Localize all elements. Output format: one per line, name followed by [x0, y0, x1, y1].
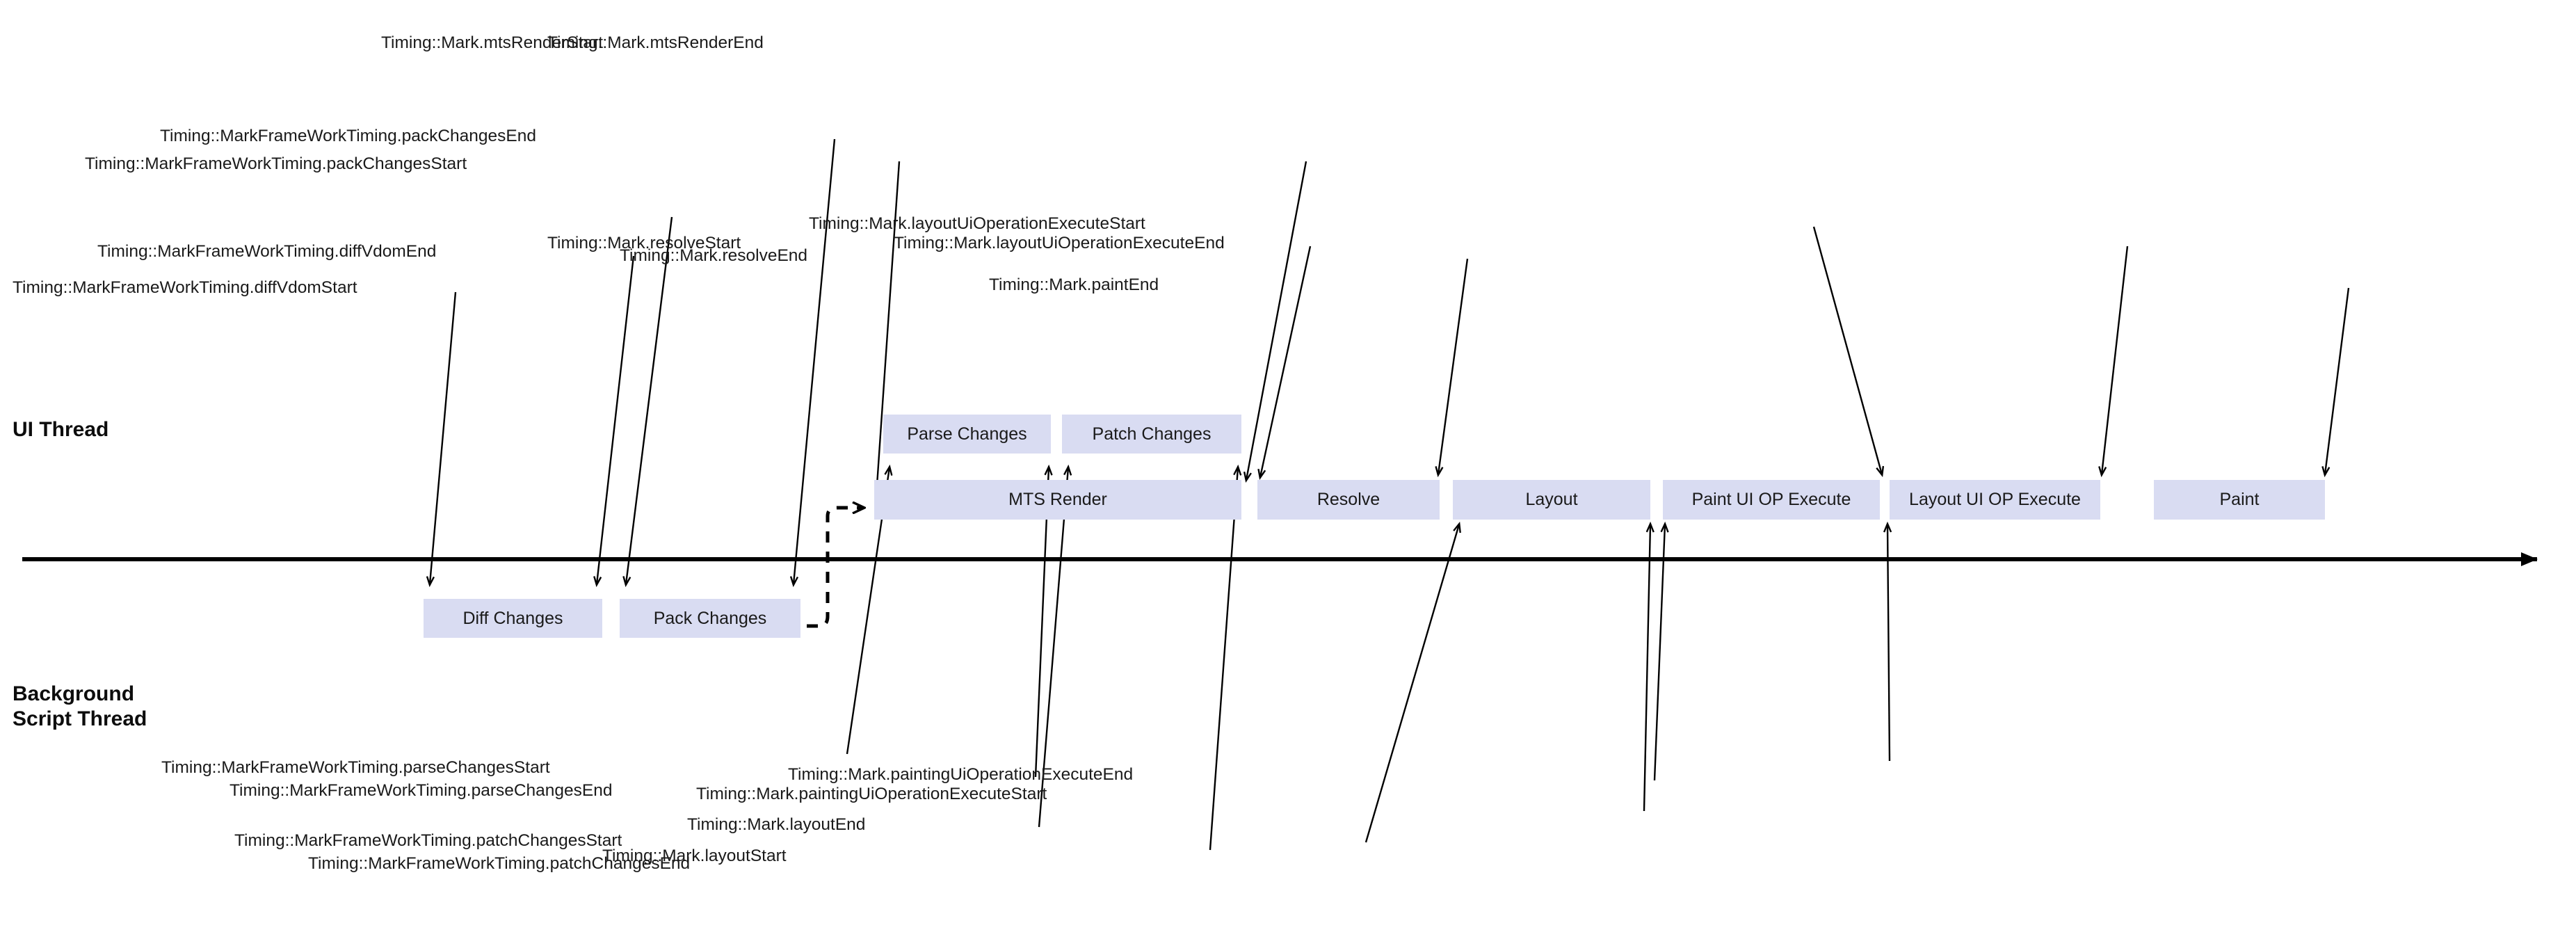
- leader-layoutUiOpExecStart: [1812, 226, 1882, 474]
- leader-diffVdomEnd: [597, 255, 635, 584]
- mark-label-mtsRenderEnd: Timing::Mark.mtsRenderEnd: [547, 33, 764, 52]
- mark-label-paintEnd: Timing::Mark.paintEnd: [989, 275, 1159, 294]
- mark-label-layoutUiOperationExecuteEnd: Timing::Mark.layoutUiOperationExecuteEnd: [894, 234, 1225, 252]
- mark-label-patchChangesStart: Timing::MarkFrameWorkTiming.patchChanges…: [234, 831, 622, 850]
- mark-label-diffVdomStart: Timing::MarkFrameWorkTiming.diffVdomStar…: [13, 278, 357, 297]
- leader-packChangesEnd: [794, 138, 836, 584]
- thread-label-ui-thread: UI Thread: [13, 418, 109, 441]
- mark-label-paintingUiOperationExecuteEnd: Timing::Mark.paintingUiOperationExecuteE…: [788, 765, 1134, 784]
- mark-label-resolveStart: Timing::Mark.resolveStart: [547, 234, 741, 252]
- leader-paintingUiOpExecEnd: [1887, 524, 1890, 762]
- leader-mtsRenderStart: [875, 161, 901, 496]
- task-box-layout[interactable]: Layout: [1453, 480, 1650, 520]
- mark-label-resolveEnd: Timing::Mark.resolveEnd: [620, 246, 808, 265]
- leader-paintingUiOpExecStart: [1653, 524, 1665, 781]
- leader-diffVdomStart: [430, 291, 457, 584]
- leader-layoutStart: [1365, 524, 1459, 843]
- leader-patchChangesStart: [1038, 467, 1068, 828]
- leader-layoutUiOpExecEnd: [2102, 246, 2129, 474]
- leader-mtsRenderEnd: [1246, 161, 1307, 480]
- leader-resolveStart: [1260, 246, 1312, 477]
- leader-resolveEnd: [1438, 258, 1469, 474]
- leader-paintEnd: [2325, 287, 2350, 474]
- async-handoff-arrow: [807, 508, 864, 628]
- task-box-mts-render[interactable]: MTS Render: [874, 480, 1241, 520]
- mark-label-mtsRenderStart: Timing::Mark.mtsRenderStart: [381, 33, 604, 52]
- task-box-paint-ui-op-execute[interactable]: Paint UI OP Execute: [1663, 480, 1880, 520]
- task-box-paint[interactable]: Paint: [2154, 480, 2325, 520]
- mark-label-layoutStart: Timing::Mark.layoutStart: [602, 846, 787, 865]
- leader-packChangesStart: [626, 216, 673, 584]
- task-box-patch-changes[interactable]: Patch Changes: [1062, 415, 1241, 454]
- thread-label-background-script-thread: Background Script Thread: [13, 682, 147, 730]
- leader-patchChangesEnd: [1209, 467, 1238, 851]
- mark-label-packChangesEnd: Timing::MarkFrameWorkTiming.packChangesE…: [160, 127, 536, 145]
- mark-label-parseChangesStart: Timing::MarkFrameWorkTiming.parseChanges…: [161, 758, 550, 777]
- mark-label-parseChangesEnd: Timing::MarkFrameWorkTiming.parseChanges…: [230, 781, 613, 800]
- mark-label-layoutUiOperationExecuteStart: Timing::Mark.layoutUiOperationExecuteSta…: [809, 214, 1145, 233]
- task-box-layout-ui-op-execute[interactable]: Layout UI OP Execute: [1890, 480, 2100, 520]
- task-box-pack-changes[interactable]: Pack Changes: [620, 599, 800, 638]
- task-box-resolve[interactable]: Resolve: [1257, 480, 1440, 520]
- mark-label-diffVdomEnd: Timing::MarkFrameWorkTiming.diffVdomEnd: [97, 242, 437, 261]
- mark-label-layoutEnd: Timing::Mark.layoutEnd: [687, 815, 866, 834]
- task-box-diff-changes[interactable]: Diff Changes: [424, 599, 602, 638]
- leader-layoutEnd: [1643, 524, 1650, 812]
- mark-label-packChangesStart: Timing::MarkFrameWorkTiming.packChangesS…: [85, 154, 467, 173]
- task-box-parse-changes[interactable]: Parse Changes: [883, 415, 1051, 454]
- mark-label-paintingUiOperationExecuteStart: Timing::Mark.paintingUiOperationExecuteS…: [696, 785, 1047, 803]
- mark-label-patchChangesEnd: Timing::MarkFrameWorkTiming.patchChanges…: [308, 854, 691, 873]
